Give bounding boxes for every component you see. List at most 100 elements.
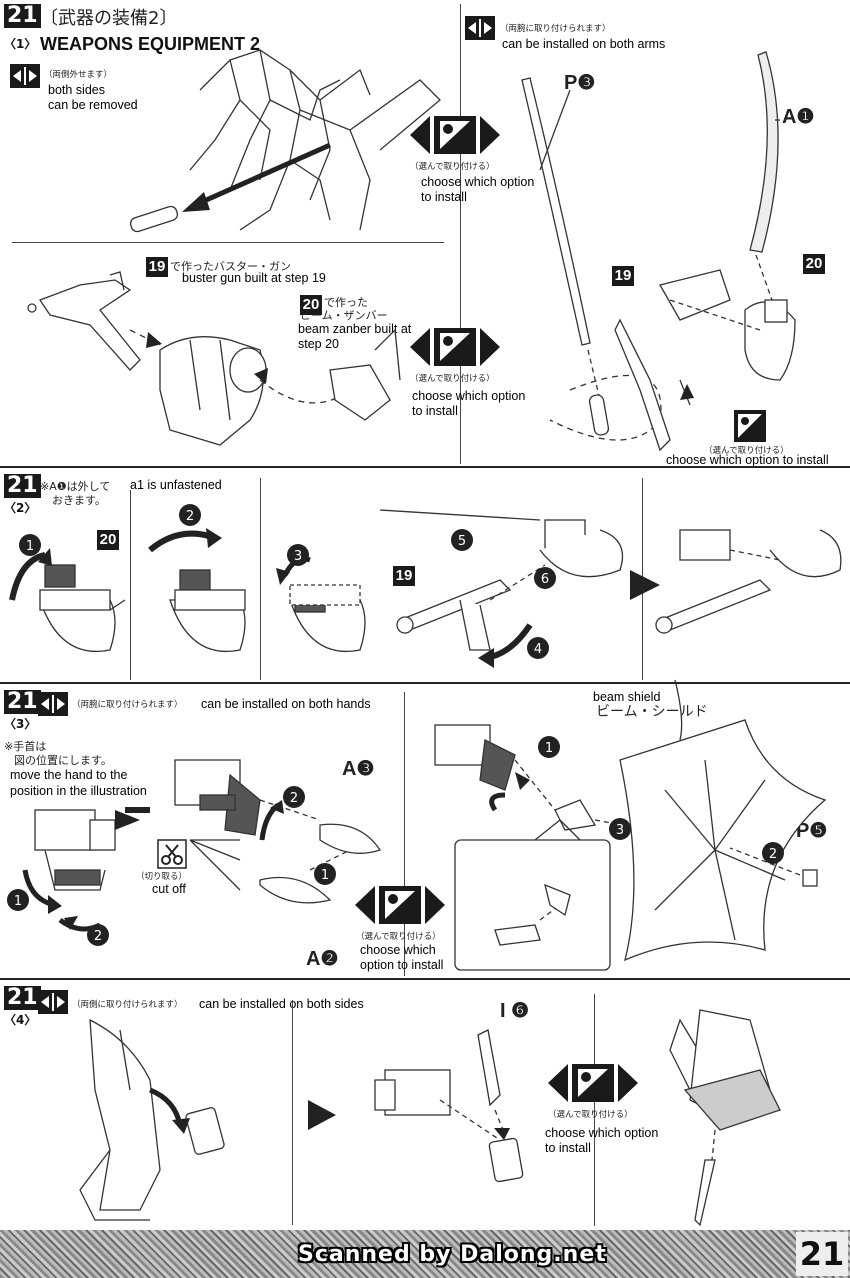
section-title-en: WEAPONS EQUIPMENT 2 xyxy=(40,34,261,54)
panel-step-21-3 xyxy=(0,684,850,980)
svg-text:1: 1 xyxy=(545,741,553,756)
cut-en: cut off xyxy=(152,882,186,896)
section-title-jp: 〔武器の装備2〕 xyxy=(40,8,178,29)
substep-label: 〈3〉 xyxy=(4,717,37,731)
double-arrow-icon xyxy=(10,64,40,88)
scanned-by-credit: Scanned by Dalong.net xyxy=(298,1242,607,1267)
choose-option-icon xyxy=(734,410,766,442)
step19-jp: で作ったバスター・ガン xyxy=(170,260,291,273)
both-sides-jp-4: （両側に取り付けられます） xyxy=(72,1000,183,1010)
note-en: a1 is unfastened xyxy=(130,478,222,492)
leg-shield-illustration xyxy=(79,1009,781,1227)
step-number: 21 xyxy=(4,690,41,714)
panel3-divider xyxy=(404,692,405,976)
part-label-a3: A❸ xyxy=(342,758,375,780)
both-sides-en-1: both sides xyxy=(48,83,105,97)
step20-jp-1: で作った xyxy=(324,296,368,309)
svg-text:3: 3 xyxy=(616,823,624,838)
svg-text:4: 4 xyxy=(534,642,542,657)
svg-text:6: 6 xyxy=(541,572,549,587)
note-jp-1: ※A❶は外して xyxy=(40,480,111,493)
choose-en-3-1: choose which xyxy=(360,943,436,957)
choose-en-c: choose which option to install xyxy=(666,453,829,467)
svg-text:2: 2 xyxy=(769,847,777,862)
choose-en-3-2: option to install xyxy=(360,958,444,972)
choose-en-a-1: choose which option xyxy=(421,175,535,189)
choose-option-icon xyxy=(355,886,445,924)
both-sides-en-4: can be installed on both sides xyxy=(199,997,364,1011)
hand-note-jp-1: ※手首は xyxy=(4,740,47,753)
panel4-divider-1 xyxy=(292,1000,293,1225)
step20-en-2: step 20 xyxy=(298,337,340,351)
part-box-19: 19 xyxy=(612,266,634,286)
hand-note-jp-2: 図の位置にします。 xyxy=(14,754,112,767)
choose-en-4-1: choose which option xyxy=(545,1126,659,1140)
cut-jp: （切り取る） xyxy=(136,872,188,882)
choose-option-icon xyxy=(410,116,500,154)
part-label-a1: A❶ xyxy=(782,106,815,128)
svg-text:2: 2 xyxy=(186,509,194,524)
both-arms-jp: （両腕に取り付けられます） xyxy=(500,24,611,34)
gundam-torso-illustration xyxy=(129,49,441,233)
panel-step-21-2 xyxy=(0,468,850,684)
svg-text:2: 2 xyxy=(94,929,102,944)
part-label-p5: P❺ xyxy=(796,820,828,842)
svg-text:1: 1 xyxy=(26,539,34,554)
step-number: 21 xyxy=(4,986,41,1010)
choose-en-a-2: to install xyxy=(421,190,467,204)
part-box-20: 20 xyxy=(803,254,825,274)
panel4-divider-2 xyxy=(594,994,595,1226)
choose-en-4-2: to install xyxy=(545,1141,591,1155)
step19-badge: 19 xyxy=(146,257,168,277)
both-arms-en: can be installed on both arms xyxy=(502,37,666,51)
beam-saber-illustration xyxy=(521,51,796,452)
svg-text:5: 5 xyxy=(458,534,466,549)
double-arrow-icon xyxy=(465,16,495,40)
step20-en-1: beam zanber built at xyxy=(298,322,412,336)
footer-camo-band xyxy=(0,1230,850,1278)
choose-en-b-2: to install xyxy=(412,404,458,418)
svg-text:2: 2 xyxy=(290,791,298,806)
gun-and-shoulder-illustration xyxy=(27,271,401,446)
step2-sequence-illustration: 1 2 3 4 5 6 xyxy=(9,504,842,668)
part-box-19: 19 xyxy=(393,566,415,586)
beam-shield-illustration: 1 3 2 xyxy=(434,679,827,971)
scissors-icon xyxy=(157,839,187,869)
step-number: 21 xyxy=(4,474,41,498)
part-label-i6: I ❻ xyxy=(500,1000,530,1022)
choose-jp-b: （選んで取り付ける） xyxy=(410,374,495,384)
panel-weapons-equipment-2 xyxy=(0,0,850,468)
hand-note-en-2: position in the illustration xyxy=(10,784,147,798)
beam-shield-en: beam shield xyxy=(593,690,661,704)
panel2-divider-1 xyxy=(130,490,131,680)
choose-option-icon xyxy=(410,328,500,366)
step20-badge: 20 xyxy=(300,295,322,315)
hand-note-en-1: move the hand to the xyxy=(10,768,128,782)
choose-option-icon xyxy=(548,1064,638,1102)
step19-en: buster gun built at step 19 xyxy=(182,271,326,285)
svg-text:1: 1 xyxy=(321,868,329,883)
both-sides-jp: （両側外せます） xyxy=(44,70,113,80)
double-arrow-icon xyxy=(38,990,68,1014)
part-label-a2: A❷ xyxy=(306,948,339,970)
svg-text:3: 3 xyxy=(294,549,302,564)
both-sides-en-2: can be removed xyxy=(48,98,138,112)
panel2-divider-2 xyxy=(260,478,261,680)
note-jp-2: おきます。 xyxy=(52,494,106,507)
substep-label: 〈1〉 xyxy=(4,37,37,51)
both-hands-en: can be installed on both hands xyxy=(201,697,371,711)
panel1-column-divider xyxy=(460,4,461,464)
choose-jp-c: （選んで取り付ける） xyxy=(704,446,789,456)
beam-shield-jp: ビーム・シールド xyxy=(596,704,708,720)
step-number: 21 xyxy=(4,4,41,28)
choose-jp-a: （選んで取り付ける） xyxy=(410,162,495,172)
choose-en-b-1: choose which option xyxy=(412,389,526,403)
choose-jp-4: （選んで取り付ける） xyxy=(548,1110,633,1120)
substep-label: 〈2〉 xyxy=(4,501,37,515)
choose-jp-3: （選んで取り付ける） xyxy=(356,932,441,942)
substep-label: 〈4〉 xyxy=(4,1013,37,1027)
part-label-p3: P❸ xyxy=(564,72,596,94)
double-arrow-icon xyxy=(38,692,68,716)
panel1-divider xyxy=(12,242,444,243)
page-number: 21 xyxy=(796,1232,848,1276)
